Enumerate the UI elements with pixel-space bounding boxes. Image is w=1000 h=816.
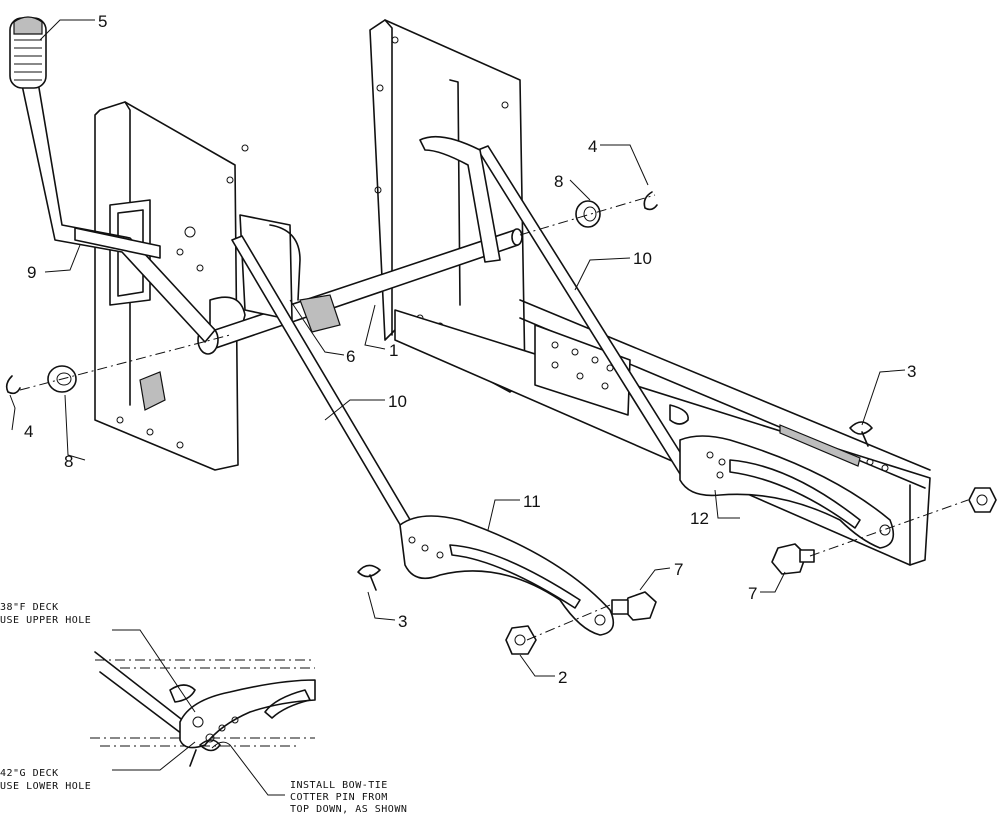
cotter-pin-left [357,564,381,591]
detail-inset [90,651,316,767]
e-clip-left [5,375,21,395]
lift-handle [9,16,216,343]
note-42g-line2: USE LOWER HOLE [0,781,91,792]
shoulder-bolt-center [611,591,657,621]
assembly-centerlines [19,194,969,641]
callout-7-right: 7 [748,584,757,603]
callout-11: 11 [523,492,541,511]
callout-1: 1 [389,341,398,360]
callout-8-right: 8 [554,172,563,191]
hex-nut-bottom [505,625,537,655]
callout-6: 6 [346,347,355,366]
note-install-line3: TOP DOWN, AS SHOWN [290,804,407,815]
inset-notes: 38"F DECK USE UPPER HOLE 42"G DECK USE L… [0,602,407,815]
callout-12: 12 [690,509,709,528]
shoulder-bolt-right [771,543,815,575]
lift-link-right [419,135,691,475]
hex-nut-right [968,487,997,513]
note-38f-line2: USE UPPER HOLE [0,615,91,626]
callout-4-right: 4 [588,137,597,156]
note-install-line1: INSTALL BOW-TIE [290,780,388,791]
callout-4-left: 4 [24,422,33,441]
callout-10-right: 10 [633,249,652,268]
center-bracket [239,214,341,333]
e-clip-right [643,191,658,211]
callout-3-right: 3 [907,362,916,381]
bushing-right [575,200,601,228]
leader-lines [9,19,906,796]
note-install-line2: COTTER PIN FROM [290,792,388,803]
callout-3-left: 3 [398,612,407,631]
callout-5: 5 [98,12,107,31]
lift-arm-left [399,515,615,636]
callout-9: 9 [27,263,36,282]
cotter-pin-right [849,421,873,447]
callout-7-center: 7 [674,560,683,579]
callout-10-left: 10 [388,392,407,411]
callout-labels: 5 9 4 8 4 8 6 1 10 10 3 3 11 12 7 7 2 [24,12,916,687]
note-38f-line1: 38"F DECK [0,602,59,613]
callout-2: 2 [558,668,567,687]
lift-arm-right [679,435,895,549]
note-42g-line1: 42"G DECK [0,768,59,779]
callout-8-left: 8 [64,452,73,471]
